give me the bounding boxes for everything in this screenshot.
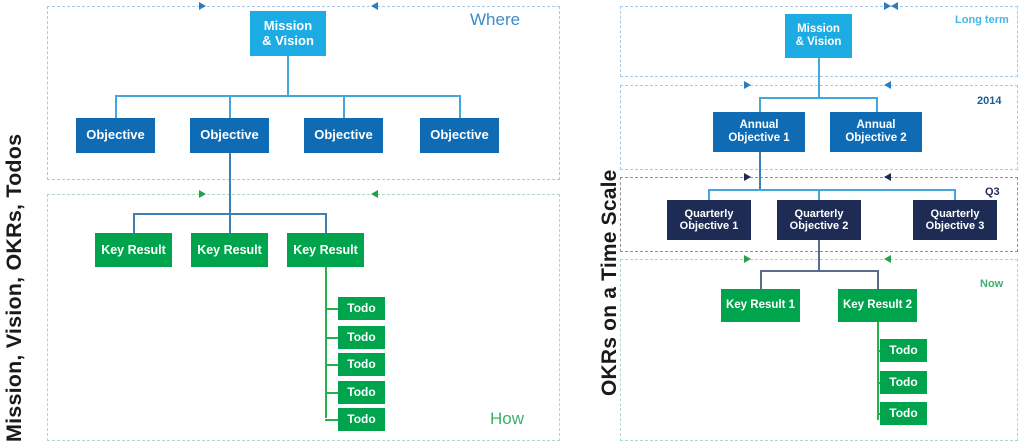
node-todo-5[interactable]: Todo	[338, 408, 385, 431]
node-todo-1[interactable]: Todo	[338, 297, 385, 320]
where-arrow-right-icon	[199, 1, 206, 10]
connector-keyresult-2-drop	[229, 213, 231, 234]
node-objective-4[interactable]: Objective	[420, 118, 499, 153]
connector-todo-4-stub	[325, 392, 338, 394]
node-objective-2[interactable]: Objective	[190, 118, 269, 153]
connector-objective2-down	[229, 152, 231, 214]
where-arrow-left-icon	[371, 1, 378, 10]
connector-quarterly-bus	[708, 189, 954, 191]
connector-keyresult-3-drop	[325, 213, 327, 234]
connector-r-mission-down	[818, 58, 820, 98]
node-quarterly-objective-2[interactable]: Quarterly Objective 2	[777, 200, 861, 240]
node-annual-objective-1[interactable]: Annual Objective 1	[713, 112, 805, 152]
zone-now	[620, 259, 1018, 441]
connector-todo-5-stub	[325, 419, 338, 421]
node-r-key-result-2[interactable]: Key Result 2	[838, 289, 917, 322]
long-term-arrow-left-icon	[891, 1, 898, 10]
connector-quarterly-3-drop	[954, 189, 956, 200]
zone-q3-arrow-left-icon	[884, 172, 891, 181]
node-r-todo-1[interactable]: Todo	[880, 339, 927, 362]
zone-2014-arrow-right-icon	[744, 80, 751, 89]
connector-todo-spine	[325, 266, 327, 418]
connector-annual-bus	[759, 97, 877, 99]
right-panel-side-label: OKRs on a Time Scale	[598, 169, 621, 396]
node-key-result-3[interactable]: Key Result	[287, 233, 364, 267]
connector-todo-1-stub	[325, 308, 338, 310]
node-todo-2[interactable]: Todo	[338, 326, 385, 349]
connector-annual-1-drop	[759, 97, 761, 112]
long-term-arrow-right-icon	[884, 1, 891, 10]
connector-annual1-down	[759, 152, 761, 190]
node-key-result-1[interactable]: Key Result	[95, 233, 172, 267]
connector-r-keyresult-1-drop	[760, 270, 762, 289]
connector-quarterly2-down	[818, 240, 820, 271]
node-quarterly-objective-1[interactable]: Quarterly Objective 1	[667, 200, 751, 240]
node-r-key-result-1[interactable]: Key Result 1	[721, 289, 800, 322]
connector-quarterly-1-drop	[708, 189, 710, 200]
node-r-todo-3[interactable]: Todo	[880, 402, 927, 425]
connector-objective-3-drop	[343, 95, 345, 119]
zone-q3-arrow-right-icon	[744, 172, 751, 181]
connector-r-keyresult-bus	[760, 270, 878, 272]
left-panel-side-label: Mission, Vision, OKRs, Todos	[2, 133, 26, 442]
zone-how	[47, 194, 560, 441]
connector-todo-2-stub	[325, 337, 338, 339]
connector-objective-bus	[115, 95, 460, 97]
connector-todo-3-stub	[325, 364, 338, 366]
node-todo-4[interactable]: Todo	[338, 381, 385, 404]
node-quarterly-objective-3[interactable]: Quarterly Objective 3	[913, 200, 997, 240]
node-objective-3[interactable]: Objective	[304, 118, 383, 153]
how-arrow-left-icon	[371, 189, 378, 198]
connector-objective-4-drop	[459, 95, 461, 119]
node-key-result-2[interactable]: Key Result	[191, 233, 268, 267]
connector-objective-1-drop	[115, 95, 117, 119]
zone-how-tag: How	[490, 409, 525, 428]
node-objective-1[interactable]: Objective	[76, 118, 155, 153]
zone-q3-tag: Q3	[985, 186, 1000, 198]
connector-r-todo-spine	[877, 322, 879, 420]
connector-mission-down	[287, 55, 289, 96]
connector-keyresult-1-drop	[133, 213, 135, 234]
node-todo-3[interactable]: Todo	[338, 353, 385, 376]
node-annual-objective-2[interactable]: Annual Objective 2	[830, 112, 922, 152]
zone-where-tag: Where	[470, 10, 521, 29]
node-mission-vision[interactable]: Mission & Vision	[250, 11, 326, 56]
connector-objective-2-drop	[229, 95, 231, 119]
how-arrow-right-icon	[199, 189, 206, 198]
connector-quarterly-2-drop	[818, 189, 820, 200]
zone-where	[47, 6, 560, 180]
node-r-todo-2[interactable]: Todo	[880, 371, 927, 394]
zone-2014-tag: 2014	[977, 95, 1002, 107]
zone-2014-arrow-left-icon	[884, 80, 891, 89]
zone-now-arrow-right-icon	[744, 254, 751, 263]
node-r-mission-vision[interactable]: Mission & Vision	[785, 14, 852, 58]
zone-long-term-tag: Long term	[955, 14, 1009, 26]
zone-now-tag: Now	[980, 278, 1004, 290]
connector-r-keyresult-2-drop	[877, 270, 879, 289]
zone-now-arrow-left-icon	[884, 254, 891, 263]
connector-annual-2-drop	[876, 97, 878, 112]
